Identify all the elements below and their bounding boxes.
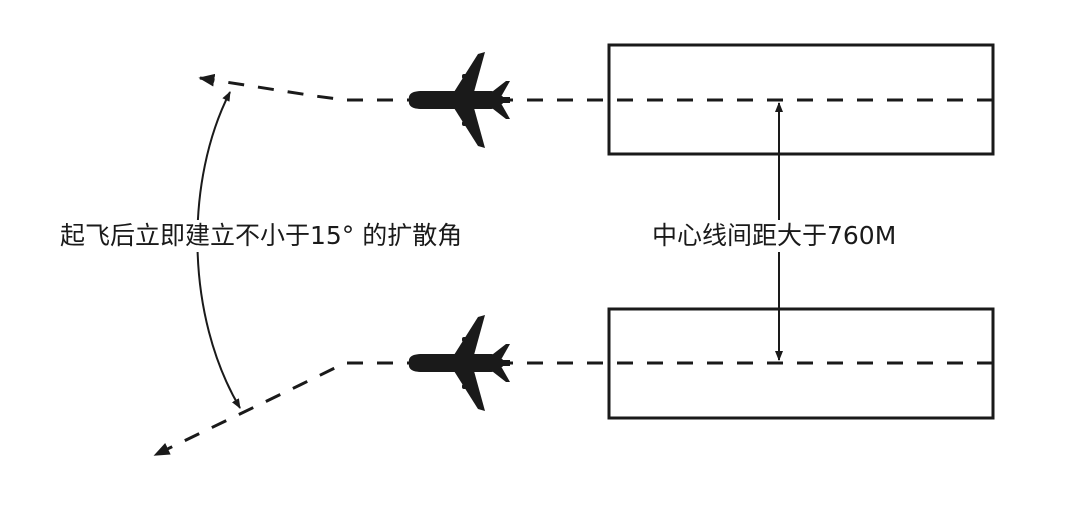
departure-path-upper [198, 73, 993, 102]
centerline-separation-label: 中心线间距大于760M [648, 220, 901, 252]
divergence-angle-label: 起飞后立即建立不小于15° 的扩散角 [58, 220, 465, 252]
departure-path-lower [153, 361, 993, 457]
airplane-icon [408, 52, 510, 148]
airplane-icon [408, 315, 510, 411]
